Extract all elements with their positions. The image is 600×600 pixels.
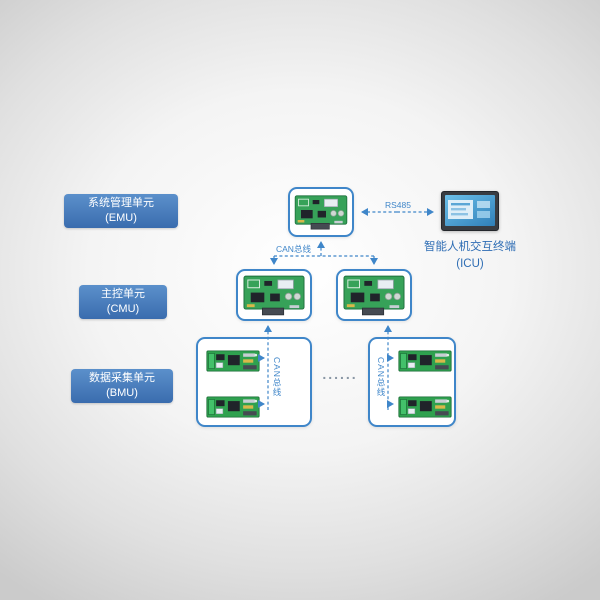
emu-node <box>288 187 354 237</box>
label-box-cmu: 主控单元 (CMU) <box>79 285 167 319</box>
can-bus-right-label: CAN总线 <box>376 357 386 397</box>
icu-display <box>441 191 499 231</box>
label-cmu-line2: (CMU) <box>106 303 140 315</box>
can-bus-left-label: CAN总线 <box>272 357 282 397</box>
pcb-board-icon <box>343 275 405 316</box>
label-box-emu: 系统管理单元 (EMU) <box>64 194 178 228</box>
label-box-bmu: 数据采集单元 (BMU) <box>71 369 173 403</box>
label-emu-line2: (EMU) <box>105 212 137 224</box>
label-bmu-line2: (BMU) <box>106 387 138 399</box>
ellipsis-more-groups: ...... <box>322 366 358 382</box>
cmu-node-1 <box>236 269 312 321</box>
rs485-label: RS485 <box>385 200 411 210</box>
bmu-group-2 <box>368 337 456 427</box>
label-emu-line1: 系统管理单元 <box>88 197 154 210</box>
label-cmu-line1: 主控单元 <box>101 288 145 301</box>
bmu-group-1 <box>196 337 312 427</box>
pcb-board-icon <box>294 195 348 230</box>
pcb-board-icon <box>243 275 305 316</box>
pcb-board-icon <box>398 396 452 418</box>
icu-caption: 智能人机交互终端 (ICU) <box>416 239 524 272</box>
icu-caption-line2: (ICU) <box>456 257 484 270</box>
pcb-board-icon <box>398 350 452 372</box>
pcb-board-icon <box>206 396 260 418</box>
can-bus-top-label: CAN总线 <box>276 244 311 254</box>
pcb-board-icon <box>206 350 260 372</box>
icu-caption-line1: 智能人机交互终端 <box>424 241 516 253</box>
icu-screen <box>445 195 495 226</box>
label-bmu-line1: 数据采集单元 <box>89 372 155 385</box>
cmu-node-2 <box>336 269 412 321</box>
